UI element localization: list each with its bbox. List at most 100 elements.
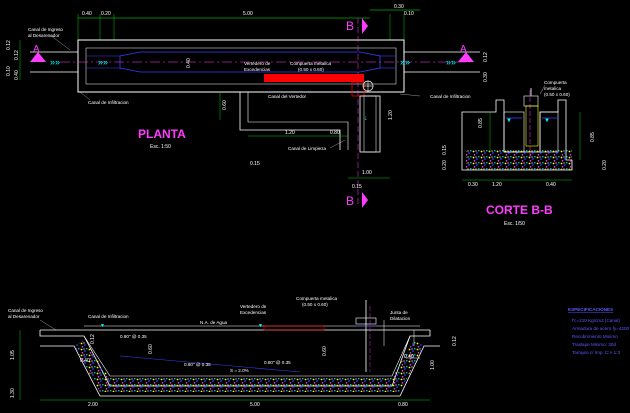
section-dim-085: 0.85 [478,118,484,128]
long-dim-060: 0.60 [148,344,154,354]
long-dim-012: 0.12 [90,334,96,344]
flow-arrow-icon: »» [446,57,456,67]
gate-frame [355,317,377,325]
plan-dim-040c: 0.40 [14,70,20,80]
plan-dim-040: 0.40 [82,11,92,17]
plan-dim-012b: 0.12 [14,50,20,60]
spillway [264,74,364,82]
long-dim-100: 1.00 [430,360,436,370]
section-scale: Esc. 1/50 [504,221,525,227]
plan-dim-060: 0.60 [222,100,228,110]
plan-dim-015b: 0.15 [352,184,362,190]
section-a-right-label: A [460,44,467,55]
flow-arrow-icon: »» [98,57,108,67]
long-label-nivel-agua: N.A. de Agua [200,320,228,325]
plan-dim-120: 1.20 [285,130,295,136]
plan-dim-012c: 0.12 [483,52,489,62]
section-label-metalica: metalica [544,86,562,91]
long-label-junta: Junta de [390,310,408,315]
specs-heading: ESPECIFICACIONES [568,307,613,312]
water-level-icon: ▼ [544,118,550,124]
section-label-compuerta: Compuerta [544,80,567,85]
water-level-icon: ▼ [506,118,512,124]
plan-title: PLANTA [138,127,186,141]
section-b-bottom-label: B [346,194,354,208]
long-dim-012b: 0.12 [452,336,458,346]
plan-dim-020: 0.20 [101,11,111,17]
long-label-dilatacion: Dilatacion [390,316,411,321]
plan-label-compuerta-dim: (0.50 x 0.60) [298,67,324,72]
section-dim-020: 0.20 [442,160,448,170]
plan-dim-100: 1.00 [362,170,372,176]
flow-arrow-icon: »» [400,57,410,67]
long-label-tub1: 0.80" @ 0.35 [120,334,147,339]
section-dim-120: 1.20 [492,182,502,188]
gate-frame [523,95,539,107]
section-dim-085b: 0.85 [590,132,596,142]
gravel-filter [74,340,424,392]
long-label-compuerta-dim: (0.50 x 0.60) [302,302,328,307]
section-dim-020b: 0.20 [602,160,608,170]
plan-label-excedencias: Excedencias [244,67,271,72]
plan-dim-015: 0.15 [250,161,260,167]
long-dim-040: 0.40 [80,358,90,364]
plan-label-compuerta: Compuerta metalica [290,61,332,66]
plan-label-al-desarenador: al Desarenador [28,33,60,38]
flow-down-arrow-icon: ↓ [364,115,368,122]
long-label-canal-infiltracion: Canal de Infiltracion [88,314,129,319]
longitudinal-section: ▼ ▼ Canal de Ingreso al Desarenador Cana… [8,296,458,408]
plan-label-vertedero: Vertedero de [244,61,271,66]
plan-dim-012a: 0.12 [6,40,12,50]
section-dim-015: 0.15 [442,145,448,155]
spec-line: Armadura de acero fy=4200 [572,326,630,331]
section-b-marker-icon [362,18,368,34]
long-label-compuerta: Compuerta metalica [296,296,338,301]
long-label-excedencias: Excedencias [240,310,267,315]
water-level-icon: ▼ [100,323,105,329]
plan-view: 0.40 0.20 5.00 0.30 0.10 0.12 0.12 0.10 … [6,4,489,208]
long-label-tub2: 0.80" @ 0.35 [184,362,211,367]
plan-dim-120b: 1.20 [388,110,394,120]
specifications-block: ESPECIFICACIONES f'c=210 Kg/cm2 (Canal) … [568,307,630,355]
spec-line: Recubrimiento Minimo [572,334,618,339]
long-label-tub3: 0.80" @ 0.35 [264,360,291,365]
long-dim-060b: 0.60 [322,346,328,356]
plan-dim-040b: 0.40 [186,58,192,68]
section-dim-030: 0.30 [468,182,478,188]
spec-line: Tarrajeo c/ Imp. C:A 1:3 [572,350,620,355]
long-dim-080: 0.80 [398,402,408,408]
section-bb-view: ▼ ▼ Compuerta metalica (0.50 x 0.60) 0.8… [442,80,608,227]
spec-line: f'c=210 Kg/cm2 (Canal) [572,318,620,323]
plan-label-canal-infiltracion-left: Canal de Infiltracion [88,100,129,105]
long-label-al-desarenador: al Desarenador [8,314,40,319]
long-label-vertedero: Vertedero de [240,304,267,309]
section-a-marker-icon [458,52,474,62]
plan-label-canal-limpieza: Canal de Limpieza [288,146,326,151]
long-dim-105: 1.05 [10,350,16,360]
flow-arrow-icon: »» [50,57,60,67]
long-dim-500: 5.00 [250,402,260,408]
water-level-icon: ▼ [258,323,263,329]
plan-dim-030: 0.30 [394,4,404,10]
plan-dim-010b: 0.10 [6,66,12,76]
section-a-left-label: A [33,44,40,55]
plan-scale: Esc. 1:50 [150,144,171,150]
spec-line: Traslape Minimo: 30d [572,342,616,347]
plan-dim-500: 5.00 [243,11,253,17]
section-b-top-label: B [346,19,354,33]
plan-label-canal-ingreso: Canal de Ingreso [28,27,63,32]
section-title: CORTE B-B [486,203,553,217]
plan-label-canal-infiltracion-right: Canal de Infiltracion [430,94,471,99]
section-label-compuerta-dim: (0.50 x 0.60) [544,92,570,97]
plan-label-canal-vertedor: Canal del Vertedor [268,94,307,99]
plan-dim-030b: 0.30 [483,72,489,82]
section-a-marker-icon [30,52,46,62]
long-label-canal-ingreso: Canal de Ingreso [8,308,43,313]
plan-dim-010: 0.10 [404,11,414,17]
long-label-slope: S = 2.0% [230,368,249,373]
long-dim-130: 1.30 [10,388,16,398]
section-dim-040: 0.40 [546,182,556,188]
long-dim-040b: 0.40 [404,354,414,360]
plan-dim-080: 0.80 [330,130,340,136]
